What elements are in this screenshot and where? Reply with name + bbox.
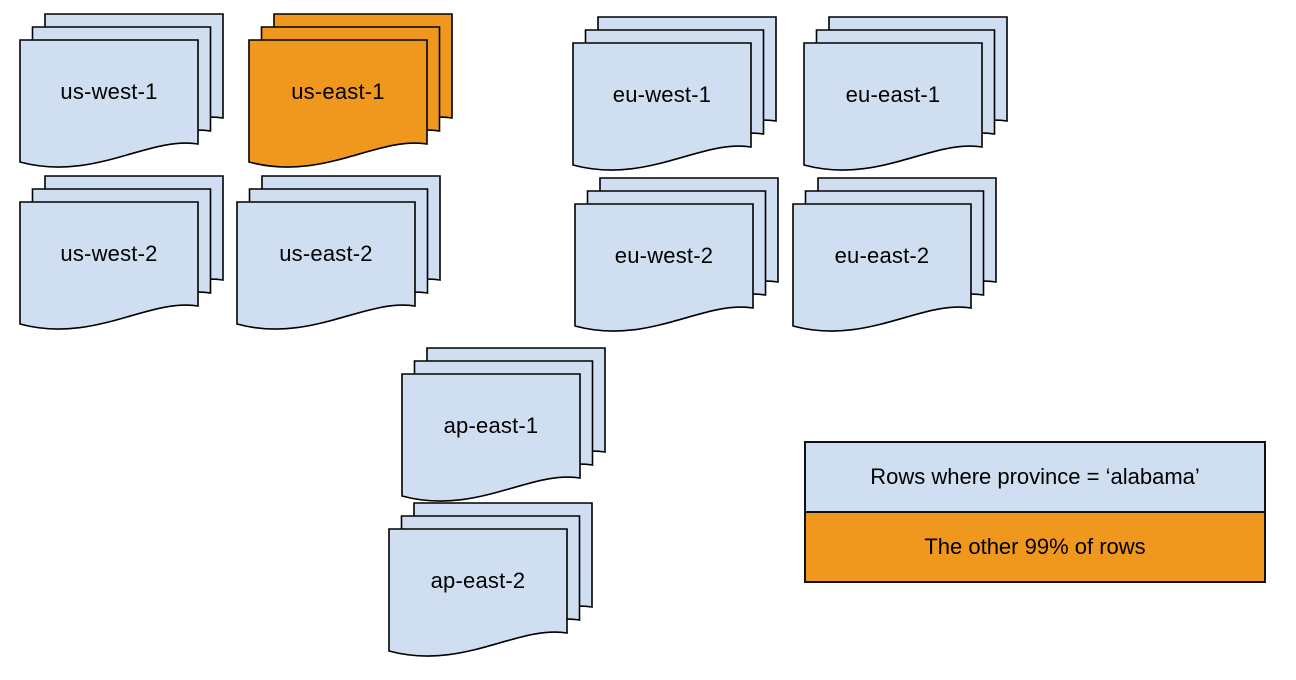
document-sheet-front [574,203,754,332]
legend-label-other-rows: The other 99% of rows [924,534,1146,559]
document-sheet-front [19,201,199,330]
partition-legend: Rows where province = ‘alabama’ The othe… [804,441,1266,583]
region-stack-us-west-1: us-west-1 [19,13,224,170]
region-stack-ap-east-2: ap-east-2 [388,502,593,659]
multi-document-shape [19,13,224,168]
multi-document-shape [248,13,453,168]
document-sheet-front [803,42,983,171]
multi-document-shape [388,502,593,657]
document-sheet-front [792,203,972,332]
legend-row-other-rows: The other 99% of rows [806,513,1264,581]
region-stack-us-west-2: us-west-2 [19,175,224,332]
region-stack-eu-west-2: eu-west-2 [574,177,779,334]
multi-document-shape [19,175,224,330]
multi-document-shape [792,177,997,332]
document-sheet-front [248,39,428,168]
multi-document-shape [803,16,1008,171]
multi-document-shape [236,175,441,330]
multi-document-shape [572,16,777,171]
document-sheet-front [19,39,199,168]
multi-document-shape [401,347,606,502]
multi-document-shape [574,177,779,332]
region-stack-eu-east-2: eu-east-2 [792,177,997,334]
legend-row-alabama: Rows where province = ‘alabama’ [806,443,1264,513]
region-stack-eu-east-1: eu-east-1 [803,16,1008,173]
document-sheet-front [236,201,416,330]
region-stack-us-east-1: us-east-1 [248,13,453,170]
legend-label-alabama: Rows where province = ‘alabama’ [870,464,1200,489]
region-stack-eu-west-1: eu-west-1 [572,16,777,173]
document-sheet-front [572,42,752,171]
region-stack-ap-east-1: ap-east-1 [401,347,606,504]
document-sheet-front [401,373,581,502]
document-sheet-front [388,528,568,657]
region-stack-us-east-2: us-east-2 [236,175,441,332]
